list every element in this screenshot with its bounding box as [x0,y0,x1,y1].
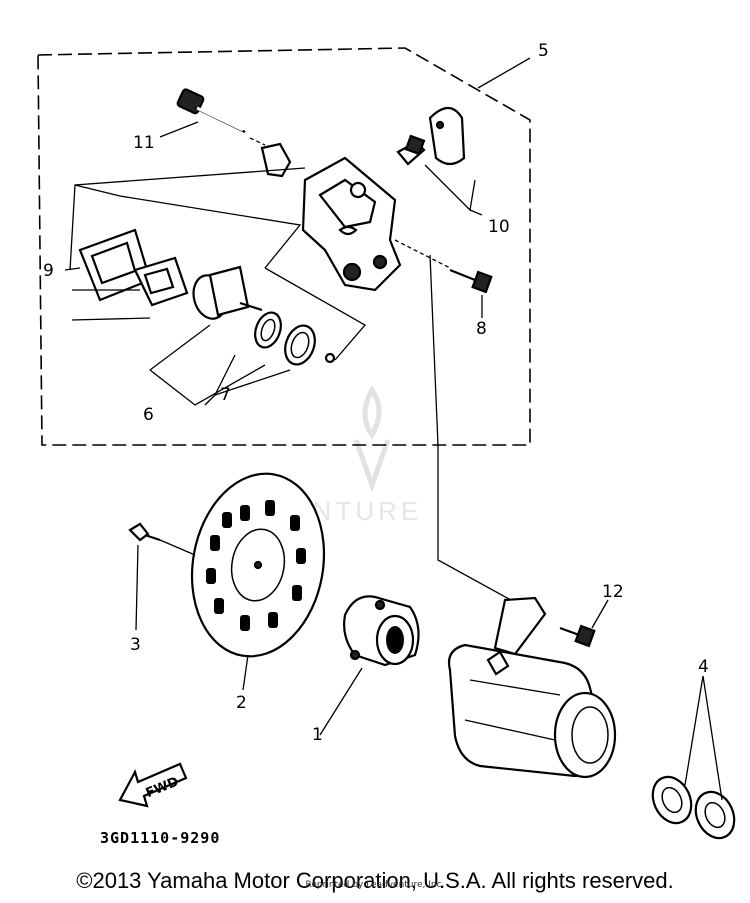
brake-disc [190,472,326,658]
callout-4: 4 [698,657,709,677]
caliper-holder [447,596,617,779]
holder-bolt [559,624,596,648]
callout-5: 5 [538,41,549,61]
disc-screw [128,522,161,542]
fwd-arrow: FWD [118,762,188,808]
piston-seals [254,311,336,366]
callout-11: 11 [133,133,155,153]
brake-disc-hub [343,595,420,667]
callout-7: 7 [220,385,231,405]
diagram-code: 3GD1110-9290 [100,829,220,847]
lock-nuts [651,775,736,840]
callout-10: 10 [488,217,510,237]
callout-6: 6 [143,405,154,425]
piston [192,265,263,320]
caliper-body [301,156,402,292]
pad-pin-plug [396,106,466,166]
reprint-notice: Reprinted by Leadventure, Inc. [305,880,445,890]
callout-12: 12 [602,582,624,602]
callout-1: 1 [312,725,323,745]
assembly-boundary [37,47,531,446]
callout-9: 9 [43,261,54,281]
callout-2: 2 [236,693,247,713]
bleed-bolt [449,268,493,294]
caliper-pin-bolt [176,88,246,133]
callout-3: 3 [130,635,141,655]
brake-pads [78,228,189,307]
copyright-notice: ©2013 Yamaha Motor Corporation, U.S.A. A… [76,868,674,893]
callout-8: 8 [476,319,487,339]
